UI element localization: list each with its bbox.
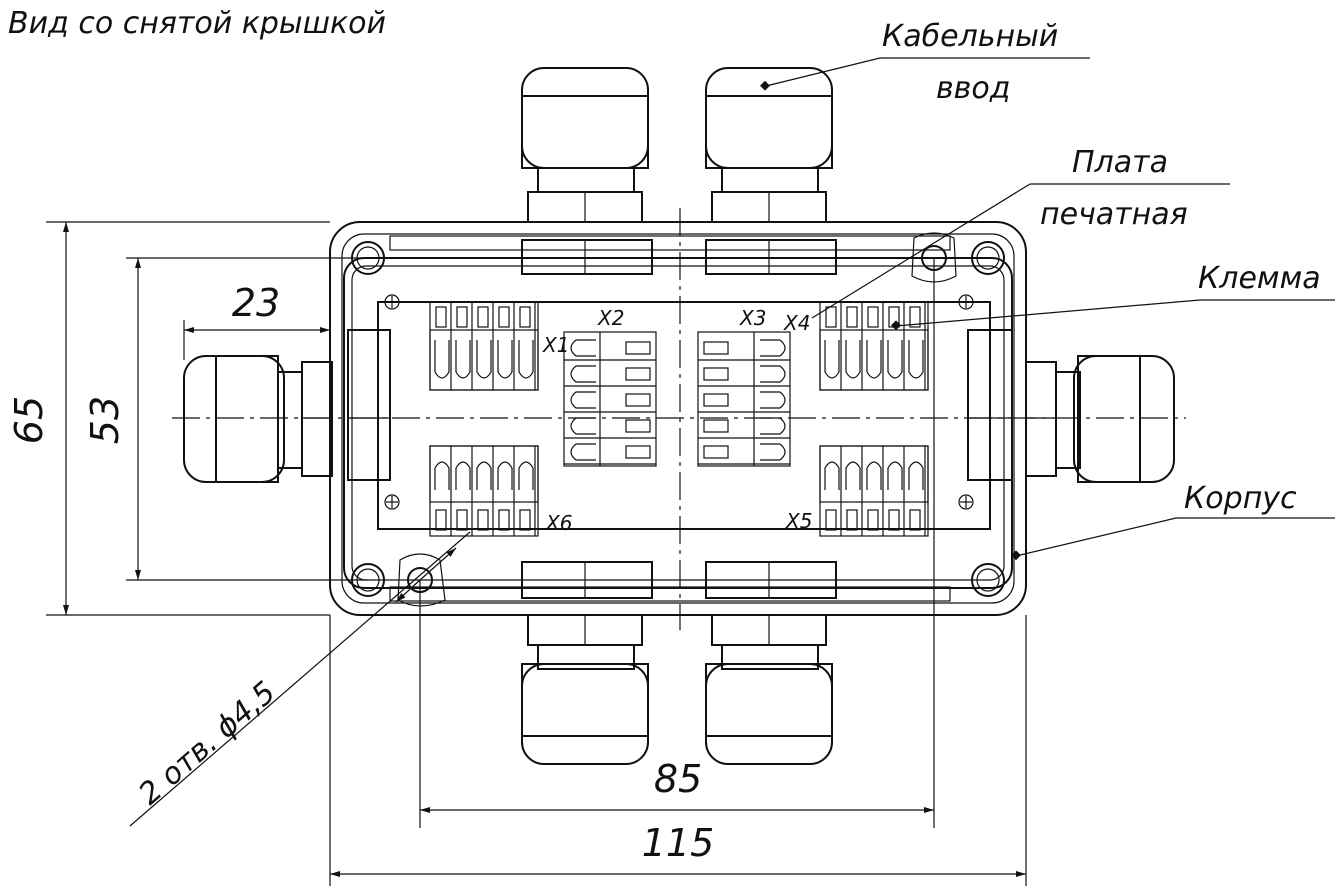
dimension-holes-note: 2 отв. ϕ4,5 bbox=[129, 531, 471, 827]
dimension-85: 85 bbox=[419, 258, 935, 828]
dimension-65: 65 bbox=[7, 221, 330, 616]
callout-housing: Корпус bbox=[1011, 481, 1335, 561]
pcb-board bbox=[377, 294, 991, 530]
corner-holes bbox=[351, 241, 1005, 597]
cable-gland-top-left bbox=[521, 67, 653, 275]
drawing-title: Вид со снятой крышкой bbox=[8, 6, 386, 41]
svg-text:Корпус: Корпус bbox=[1184, 481, 1297, 516]
connector-label-x6: X6 bbox=[545, 511, 572, 535]
housing bbox=[329, 221, 1027, 616]
svg-text:115: 115 bbox=[642, 821, 715, 865]
connector-label-x1: X1 bbox=[542, 333, 569, 357]
svg-text:2 отв. ϕ4,5: 2 отв. ϕ4,5 bbox=[132, 675, 282, 812]
callout-terminal: Клемма bbox=[891, 261, 1335, 331]
svg-text:23: 23 bbox=[232, 281, 280, 325]
cable-glands bbox=[183, 67, 1175, 765]
connector-label-x3: X3 bbox=[739, 306, 766, 330]
dimension-115: 115 bbox=[329, 615, 1027, 886]
callout-cable-entry: Кабельный ввод bbox=[760, 19, 1090, 106]
terminal-block-x3 bbox=[697, 331, 791, 467]
svg-text:85: 85 bbox=[654, 757, 702, 801]
terminal-block-x4 bbox=[819, 301, 929, 391]
svg-text:Плата: Плата bbox=[1072, 145, 1168, 180]
cable-gland-top-right bbox=[705, 67, 837, 275]
svg-text:65: 65 bbox=[7, 396, 51, 444]
cable-gland-left bbox=[183, 329, 391, 483]
connector-label-x4: X4 bbox=[783, 311, 810, 335]
pcb-screws bbox=[384, 294, 974, 510]
cable-gland-right bbox=[967, 329, 1175, 483]
cable-gland-bottom-right bbox=[705, 561, 837, 765]
terminal-block-x6 bbox=[429, 445, 539, 537]
mounting-holes bbox=[397, 232, 957, 607]
terminal-block-x5 bbox=[819, 445, 929, 537]
svg-text:53: 53 bbox=[83, 396, 127, 444]
callout-pcb: Плата печатная bbox=[811, 145, 1230, 319]
terminal-details bbox=[434, 302, 926, 536]
dimension-53: 53 bbox=[83, 257, 368, 581]
connector-label-x5: X5 bbox=[785, 509, 812, 533]
svg-text:печатная: печатная bbox=[1040, 197, 1188, 232]
connector-label-x2: X2 bbox=[597, 306, 624, 330]
svg-text:Клемма: Клемма bbox=[1198, 261, 1321, 296]
cable-gland-bottom-left bbox=[521, 561, 653, 765]
svg-text:Кабельный: Кабельный bbox=[882, 19, 1058, 54]
dimension-23: 23 bbox=[183, 281, 330, 360]
terminal-block-x2 bbox=[563, 331, 657, 467]
terminal-block-x1 bbox=[429, 301, 539, 391]
svg-text:ввод: ввод bbox=[936, 71, 1010, 106]
